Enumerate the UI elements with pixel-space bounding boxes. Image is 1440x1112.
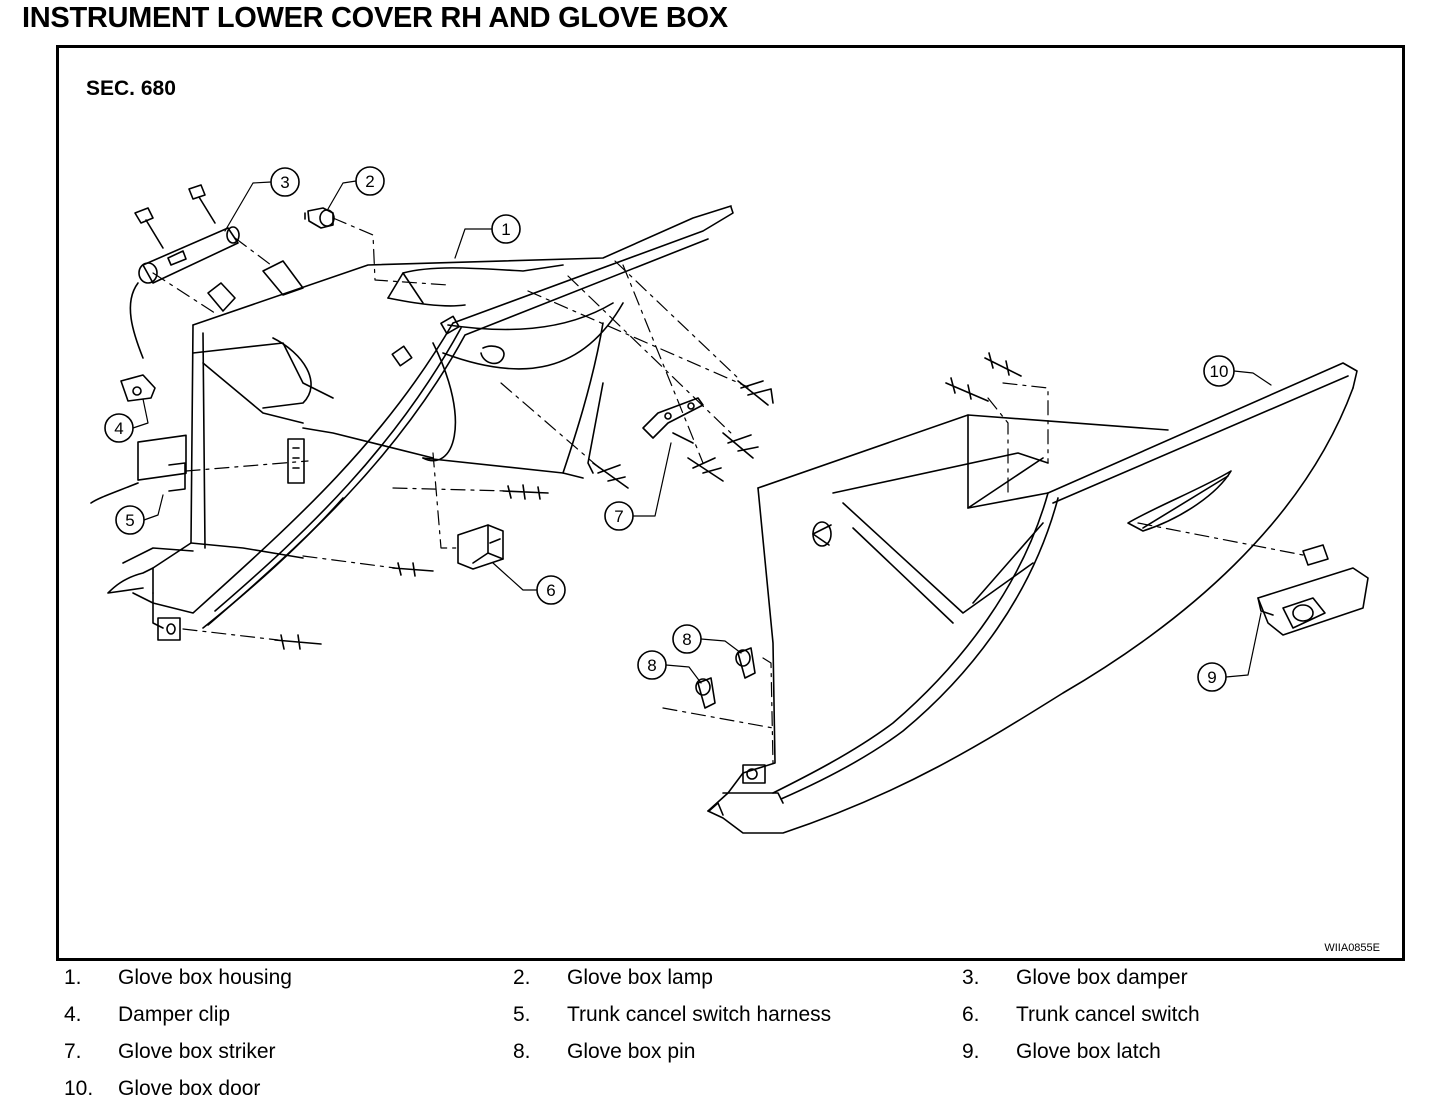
legend-label: Glove box lamp xyxy=(567,966,713,989)
trunk-cancel-switch-harness xyxy=(91,435,186,503)
section-label: SEC. 680 xyxy=(86,77,176,100)
legend-label: Glove box striker xyxy=(118,1040,276,1063)
legend-label: Glove box housing xyxy=(118,966,292,989)
legend-number: 3. xyxy=(962,966,980,989)
svg-text:8: 8 xyxy=(647,656,656,675)
legend-label: Damper clip xyxy=(118,1003,231,1026)
glove-box-latch xyxy=(1258,545,1368,635)
damper-screws xyxy=(135,185,215,248)
legend-label: Glove box pin xyxy=(567,1040,696,1063)
callout-5: 5 xyxy=(115,494,164,535)
callout-10: 10 xyxy=(1203,355,1272,387)
legend-item: 8. Glove box pin xyxy=(513,1040,695,1064)
screws xyxy=(275,353,1021,649)
page-title: INSTRUMENT LOWER COVER RH AND GLOVE BOX xyxy=(22,2,728,34)
svg-text:9: 9 xyxy=(1207,668,1216,687)
exploded-view-diagram: 1 2 3 4 5 6 7 xyxy=(59,166,1402,958)
callout-4: 4 xyxy=(104,398,149,443)
legend-number: 5. xyxy=(513,1003,531,1026)
legend-item: 5. Trunk cancel switch harness xyxy=(513,1003,831,1027)
callout-2: 2 xyxy=(327,166,385,210)
svg-text:8: 8 xyxy=(682,630,691,649)
callout-3: 3 xyxy=(224,167,300,232)
glove-box-pins xyxy=(696,648,755,708)
svg-text:7: 7 xyxy=(614,507,623,526)
svg-text:1: 1 xyxy=(501,220,510,239)
svg-text:6: 6 xyxy=(546,581,555,600)
glove-box-housing xyxy=(108,206,733,640)
legend-item: 6. Trunk cancel switch xyxy=(962,1003,1200,1027)
legend-item: 3. Glove box damper xyxy=(962,966,1188,990)
legend-item: 10. Glove box door xyxy=(64,1077,260,1101)
legend-label: Trunk cancel switch harness xyxy=(567,1003,832,1026)
svg-text:4: 4 xyxy=(114,419,123,438)
legend-item: 1. Glove box housing xyxy=(64,966,292,990)
legend-item: 9. Glove box latch xyxy=(962,1040,1161,1064)
legend-item: 4. Damper clip xyxy=(64,1003,230,1027)
callout-9: 9 xyxy=(1197,612,1262,692)
callout-8b: 8 xyxy=(637,650,702,684)
legend-label: Trunk cancel switch xyxy=(1016,1003,1200,1026)
glove-box-damper xyxy=(130,227,239,358)
figure-id: WIIA0855E xyxy=(1324,942,1380,954)
diagram-frame: 1 2 3 4 5 6 7 xyxy=(56,45,1405,961)
svg-text:3: 3 xyxy=(280,173,289,192)
legend-label: Glove box latch xyxy=(1016,1040,1161,1063)
svg-text:5: 5 xyxy=(125,511,134,530)
glove-box-lamp xyxy=(305,208,334,228)
legend-number: 9. xyxy=(962,1040,980,1063)
glove-box-door xyxy=(708,363,1357,833)
legend-label: Glove box door xyxy=(118,1077,261,1100)
legend-label: Glove box damper xyxy=(1016,966,1188,989)
legend-number: 2. xyxy=(513,966,531,989)
legend-number: 6. xyxy=(962,1003,980,1026)
legend-number: 1. xyxy=(64,966,82,989)
legend-item: 2. Glove box lamp xyxy=(513,966,713,990)
assembly-guide-lines xyxy=(152,217,1304,764)
legend-number: 4. xyxy=(64,1003,82,1026)
damper-clip xyxy=(121,375,155,401)
trunk-cancel-switch xyxy=(458,525,503,569)
legend-number: 8. xyxy=(513,1040,531,1063)
svg-text:2: 2 xyxy=(365,172,374,191)
callout-6: 6 xyxy=(492,562,566,605)
legend-number: 10. xyxy=(64,1077,94,1100)
callout-7: 7 xyxy=(604,442,672,531)
callout-8a: 8 xyxy=(672,624,742,654)
glove-box-striker xyxy=(643,398,703,443)
legend-number: 7. xyxy=(64,1040,82,1063)
svg-text:10: 10 xyxy=(1210,362,1229,381)
legend-item: 7. Glove box striker xyxy=(64,1040,276,1064)
callout-1: 1 xyxy=(454,214,521,259)
